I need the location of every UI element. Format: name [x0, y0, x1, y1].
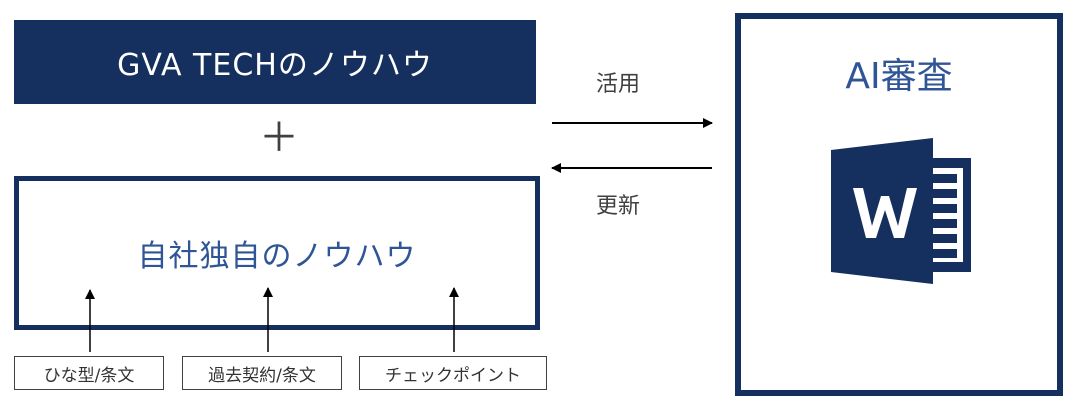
ai-review-box: AI審査 — [735, 13, 1063, 396]
source-template-label: ひな型/条文 — [14, 356, 164, 390]
own-knowhow-box: 自社独自のノウハウ — [14, 176, 540, 330]
word-document-icon — [831, 138, 971, 284]
source-checkpoint-label: チェックポイント — [359, 356, 547, 390]
gva-tech-knowhow-label: GVA TECHのノウハウ — [117, 48, 433, 83]
gva-tech-knowhow-box: GVA TECHのノウハウ — [14, 20, 536, 104]
update-arrow-label: 更新 — [596, 194, 641, 219]
ai-review-title: AI審査 — [845, 56, 953, 97]
source-past-contract-label: 過去契約/条文 — [182, 356, 342, 390]
own-knowhow-label: 自社独自のノウハウ — [137, 239, 417, 274]
plus-sign: ＋ — [259, 115, 299, 161]
apply-arrow-label: 活用 — [596, 72, 641, 97]
